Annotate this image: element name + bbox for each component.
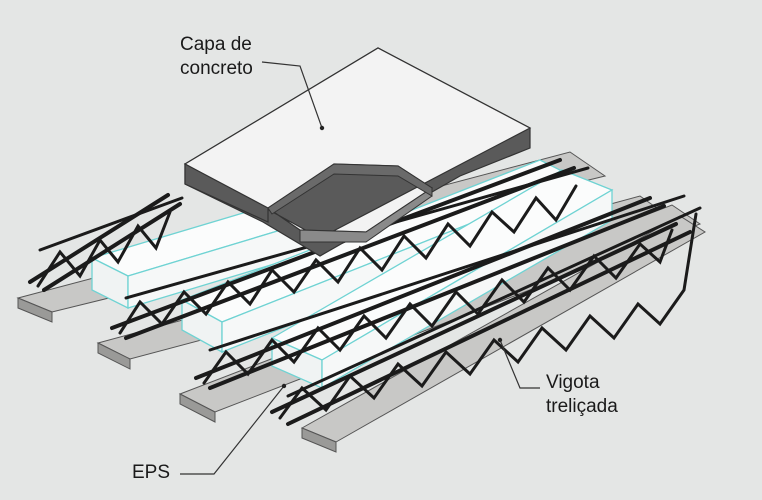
label-capa-line1: Capa de [180, 34, 252, 55]
truss-4 [270, 206, 702, 426]
concrete-topping [183, 47, 532, 257]
trusses [28, 158, 702, 426]
label-eps: EPS [132, 462, 170, 483]
label-capa-line2: concreto [180, 58, 253, 79]
leader-dot-vigota [497, 337, 503, 343]
leader-vigota [499, 339, 540, 389]
label-vigota-line1: Vigota [546, 372, 600, 393]
label-vigota-line2: treliçada [546, 396, 618, 417]
leader-dot-capa [319, 125, 325, 131]
leader-eps [180, 385, 285, 475]
leader-lines [180, 61, 540, 475]
truss-3 [194, 194, 686, 390]
leader-capa [261, 61, 323, 129]
leader-dot-eps [281, 383, 287, 389]
truss-1 [28, 193, 184, 292]
